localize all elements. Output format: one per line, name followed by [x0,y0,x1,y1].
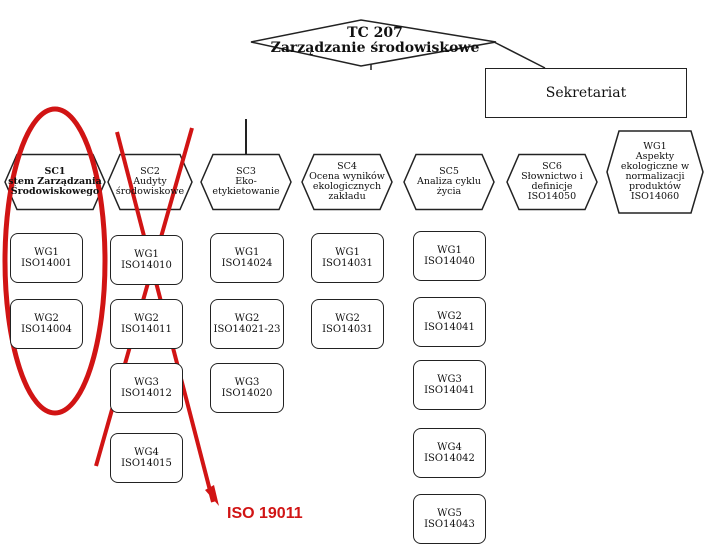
tc-number: TC 207 [347,25,403,41]
sc-name-line: środowiskowe [115,186,185,197]
wg-number: WG2 [437,311,462,322]
wg-standard: ISO14041 [424,385,475,396]
sc-name-line: Środowiskowego [10,186,100,197]
wg-standard: ISO14031 [322,258,373,269]
iso19011-annotation: ISO 19011 [227,505,303,522]
wg-number: WG3 [234,377,260,388]
wg-standard: ISO14021-23 [213,324,281,335]
wg-number: WG1 [335,247,360,258]
sc-hexagon-5 [403,153,495,211]
wg-number: WG5 [437,508,462,519]
wg-number: WG3 [134,377,159,388]
wg-standard: ISO14001 [21,258,72,269]
sc-hexagons [4,130,704,214]
wg-number: WG2 [234,313,260,324]
wg-standard: ISO14041 [424,322,475,333]
arrow-head [205,485,219,506]
wg-standard: ISO14043 [424,519,475,530]
sc-code: SC4 [337,161,357,172]
wg-number: WG1 [134,249,159,260]
wg-number: WG2 [134,313,159,324]
secretariat-connector [493,41,546,69]
sc-name-line: Ocena wyników [309,171,385,182]
sc-name-line: Audyty [133,176,167,187]
wg-standard: ISO14024 [221,258,273,269]
secretariat-box: Sekretariat [485,68,687,118]
wg-standard: ISO14004 [21,324,72,335]
sc-name-line: ISO14050 [527,191,577,202]
wg-standard: ISO14031 [322,324,373,335]
wg-number: WG4 [134,447,159,458]
tc-title: TC 207 Zarządzanie środowiskowe [255,18,495,64]
wg-number: WG1 [34,247,59,258]
sc-hexagon-4 [301,153,393,211]
wg-standard: ISO14042 [424,453,475,464]
wg-number: WG2 [34,313,59,324]
sc-name-line: Eko-etykietowanie [212,176,280,197]
wg-standard: ISO14020 [221,388,273,399]
sc-code: SC2 [140,166,160,177]
sc-code: SC6 [542,161,562,172]
wg-number: WG2 [335,313,360,324]
sc-name-line: ekologicznych [312,181,382,192]
highlight-ellipse [2,106,108,416]
sc-code: SC3 [236,166,256,177]
sc-code: WG1 [643,141,667,152]
wg-standard: ISO14040 [424,256,475,267]
wg-number: WG4 [437,442,462,453]
wg-number: WG1 [437,245,462,256]
sc-code: SC5 [439,166,459,177]
wg-standard: ISO14012 [121,388,172,399]
wg-standard: ISO14010 [121,260,172,271]
secretariat-label: Sekretariat [545,85,627,101]
sc-name-line: zakładu [328,191,366,202]
sc-name-line: stem Zarządzania [8,176,102,187]
sc-name-line: Słownictwo i definicje [521,171,583,192]
sc-name-line: ISO14060 [630,191,680,202]
wg-number: WG3 [437,374,462,385]
tc-name: Zarządzanie środowiskowe [270,40,480,56]
wg-standard: ISO14015 [121,458,172,469]
sc-name-line: Analiza cyklu życia [416,176,481,197]
wg-standard: ISO14011 [121,324,172,335]
sc-hexagon-6 [506,153,598,211]
sc-hexagon-3 [200,153,292,211]
sc-name-line: normalizacji [625,171,685,182]
sc-name-line: Aspekty ekologiczne w [620,151,690,172]
wg-number: WG1 [234,247,260,258]
sc-hexagon-7 [606,130,704,214]
tc-diamond [250,19,497,67]
sc-code: SC1 [44,166,66,177]
sc-name-line: produktów [629,181,681,192]
